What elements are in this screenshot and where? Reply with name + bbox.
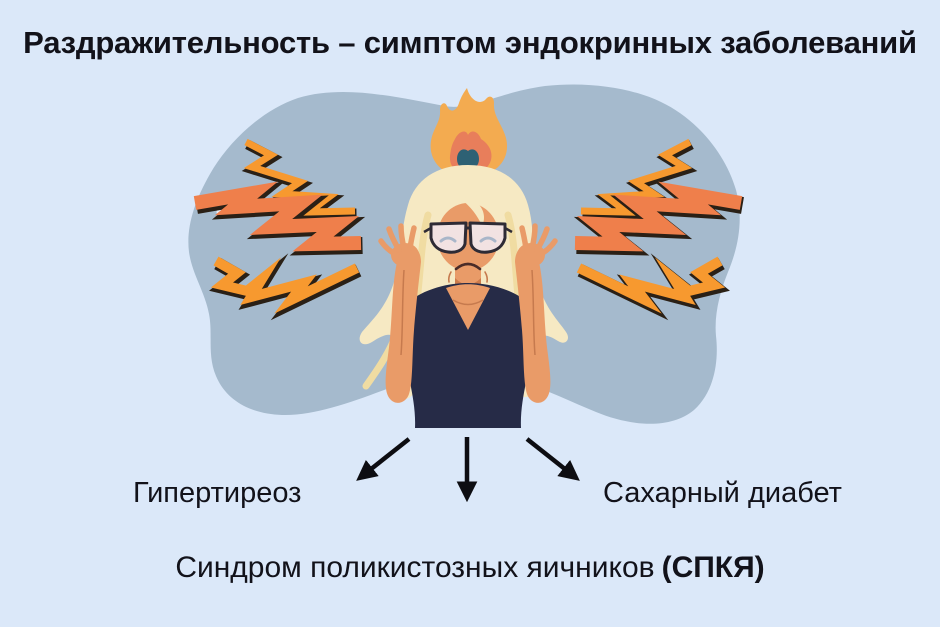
arm-creases: [400, 269, 536, 356]
glasses-icon: [423, 221, 513, 254]
lightning-bolt-icon: [193, 181, 366, 256]
arrows: [356, 437, 580, 503]
lightning-bolt-icon: [209, 253, 362, 321]
lightning-bolt-icon: [576, 253, 730, 321]
eyes: [439, 236, 497, 243]
label-pcos: Синдром поликистозных яичников(СПКЯ): [0, 551, 940, 585]
fire-icon: [430, 88, 508, 178]
left-arm: [385, 246, 421, 403]
page-title: Раздражительность – симптом эндокринных …: [23, 25, 917, 60]
mouth: [454, 262, 482, 271]
label-hyperthyroidism: Гипертиреоз: [133, 477, 302, 509]
lightning-bolt-icon: [573, 181, 744, 256]
label-pcos-abbr: (СПКЯ): [661, 551, 765, 584]
lightning-bolt-icon: [580, 138, 698, 220]
cheek-lines: [447, 271, 489, 283]
lightning-bolt-icon: [241, 138, 357, 220]
collarbone-line: [452, 299, 484, 306]
lightning-bolts-left: [193, 138, 366, 321]
angry-woman-illustration: [359, 165, 569, 428]
torso: [402, 283, 534, 428]
arrow-left-icon: [356, 437, 411, 481]
right-arm: [515, 246, 551, 403]
vneck-skin: [446, 284, 490, 330]
label-diabetes: Сахарный диабет: [603, 477, 842, 509]
bangs: [431, 195, 506, 240]
lightning-bolts-right: [573, 138, 744, 321]
label-pcos-main: Синдром поликистозных яичников: [175, 551, 655, 584]
right-hand: [517, 223, 558, 267]
left-hand: [378, 223, 419, 267]
arrow-right-icon: [525, 437, 580, 481]
